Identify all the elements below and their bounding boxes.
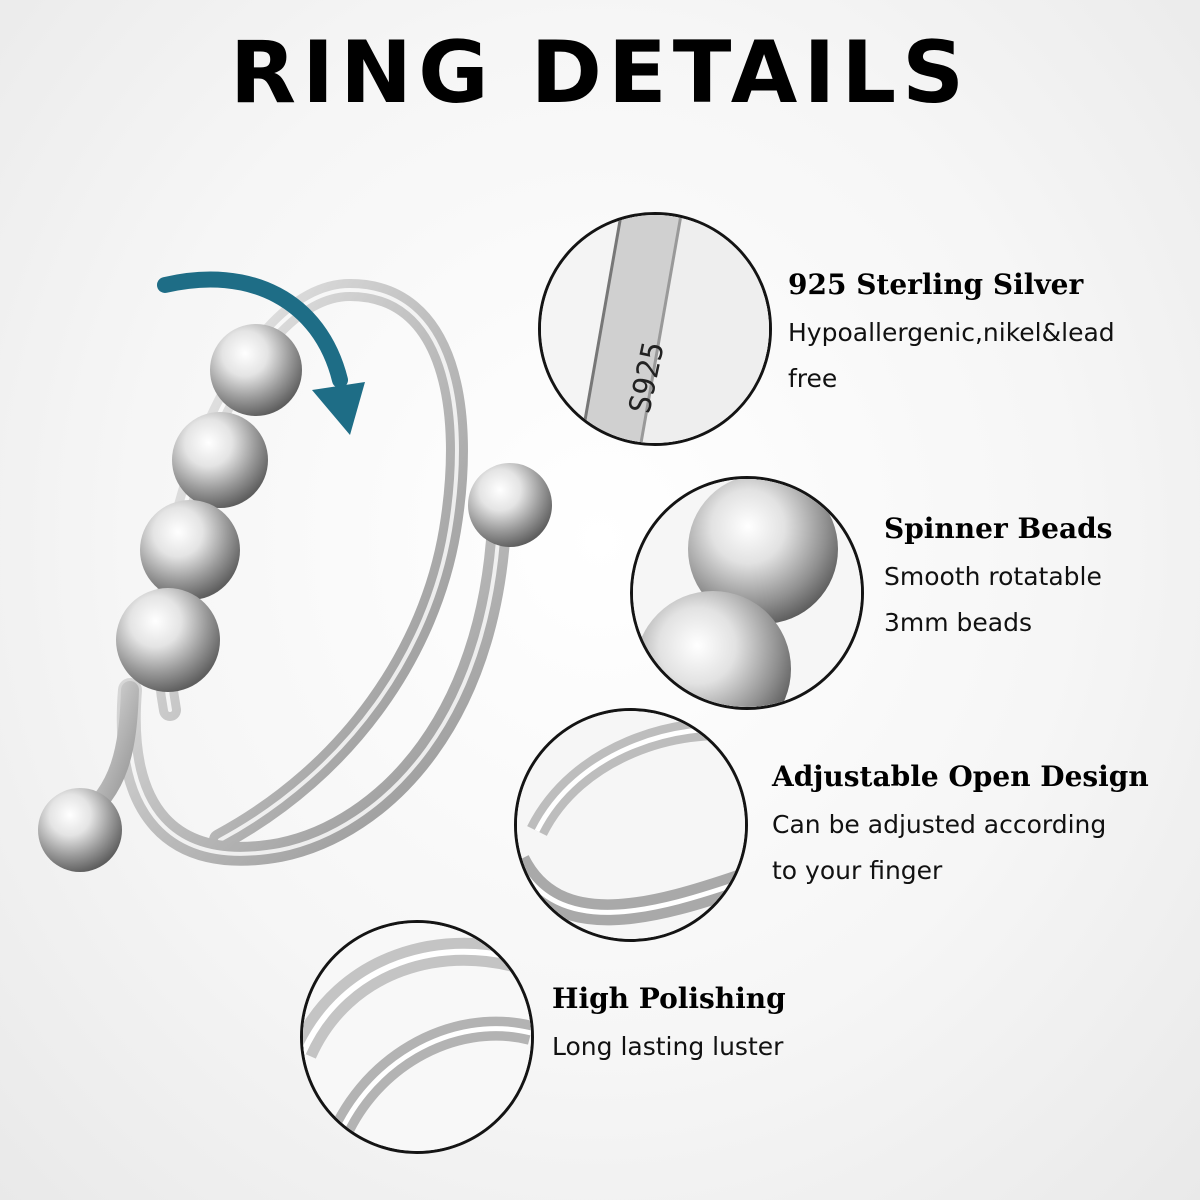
feature-title: Spinner Beads (884, 512, 1113, 545)
feature-description: Smooth rotatable 3mm beads (884, 561, 1102, 637)
detail-circle-beads (630, 476, 864, 710)
spinner-ring-image (38, 271, 552, 872)
spinner-bead (116, 588, 220, 692)
feature-high-polishing: High Polishing Long lasting luster (552, 982, 786, 1070)
feature-spinner-beads: Spinner Beads Smooth rotatable 3mm beads (884, 512, 1112, 646)
feature-adjustable-design: Adjustable Open Design Can be adjusted a… (772, 760, 1149, 894)
detail-circle-open-design (514, 708, 748, 942)
feature-description: Hypoallergenic,nikel&lead free (788, 317, 1115, 393)
feature-title: High Polishing (552, 982, 786, 1015)
feature-description: Long lasting luster (552, 1031, 784, 1061)
ring-end-bead (468, 463, 552, 547)
spinner-bead (210, 324, 302, 416)
spinner-bead (140, 500, 240, 600)
page-title: RING DETAILS (229, 23, 971, 123)
feature-description: Can be adjusted according to your finger (772, 809, 1107, 885)
spinner-bead (172, 412, 268, 508)
ring-end-bead (38, 788, 122, 872)
detail-circle-polishing (300, 920, 534, 1154)
feature-sterling-silver: 925 Sterling Silver Hypoallergenic,nikel… (788, 268, 1115, 402)
feature-title: 925 Sterling Silver (788, 268, 1084, 301)
detail-circle-stamp: S925 (538, 212, 772, 446)
rotation-arrow-icon (157, 271, 348, 388)
feature-title: Adjustable Open Design (772, 760, 1149, 793)
